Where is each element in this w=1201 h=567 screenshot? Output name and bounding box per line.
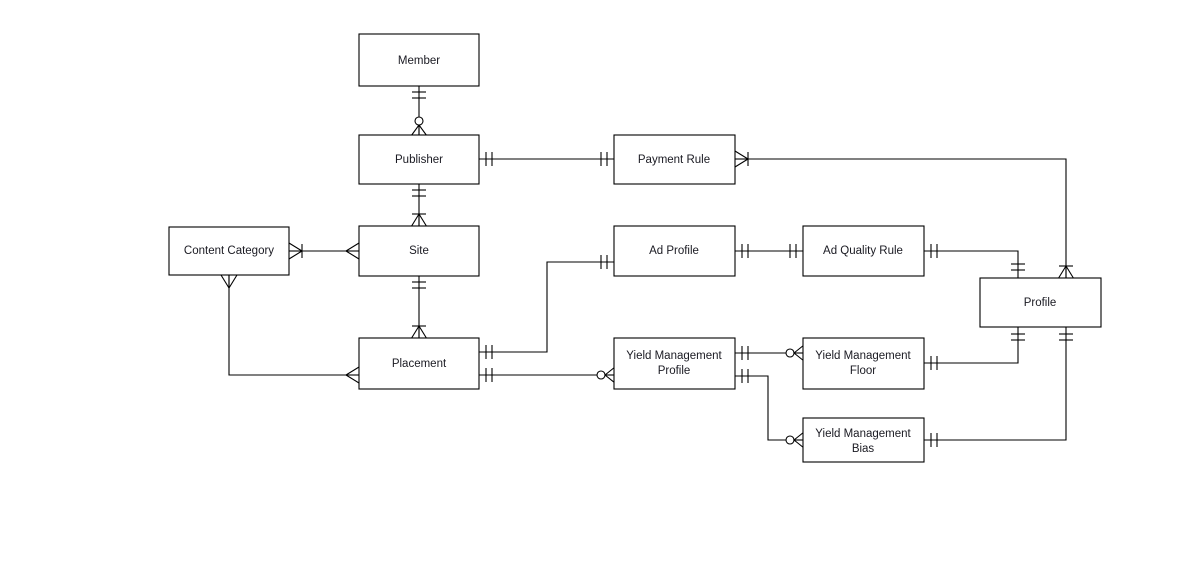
marker-placement-right-upper-one-mandatory — [485, 345, 493, 359]
marker-payment-rule-right-one-or-many — [734, 150, 749, 168]
marker-placement-left-one-or-many — [345, 366, 360, 384]
marker-publisher-zero-or-many — [410, 116, 428, 137]
marker-publisher-right-one-mandatory — [485, 152, 493, 166]
marker-ad-profile-left-one-mandatory — [600, 255, 608, 269]
marker-site-one-or-many — [410, 213, 428, 228]
marker-content-category-right-one-or-many — [288, 242, 303, 260]
marker-payment-rule-left-one-mandatory — [600, 152, 608, 166]
marker-placement-one-or-many — [410, 325, 428, 340]
link-ym-floor-profile[interactable] — [924, 327, 1019, 364]
cardinality-markers — [220, 91, 1075, 449]
entity-publisher[interactable]: Publisher — [358, 134, 480, 185]
marker-ad-profile-right-one-mandatory — [741, 244, 749, 258]
marker-member-one-mandatory — [412, 91, 426, 99]
marker-content-category-bottom-one-or-many — [220, 274, 238, 289]
entity-payment-rule[interactable]: Payment Rule — [613, 134, 736, 185]
marker-ymp-left-zero-or-many — [596, 366, 616, 384]
marker-site-one-mandatory — [412, 281, 426, 289]
link-placement-ad-profile[interactable] — [479, 261, 614, 353]
entity-yield-management-bias[interactable]: Yield Management Bias — [802, 417, 925, 463]
marker-ad-quality-rule-left-one-mandatory — [789, 244, 797, 258]
entity-ad-profile[interactable]: Ad Profile — [613, 225, 736, 277]
marker-profile-top-left-one-mandatory — [1011, 263, 1025, 271]
entity-ad-quality-rule[interactable]: Ad Quality Rule — [802, 225, 925, 277]
marker-ymp-right-lower-one-mandatory — [741, 369, 749, 383]
entity-site[interactable]: Site — [358, 225, 480, 277]
marker-placement-right-lower-one-mandatory — [485, 368, 493, 382]
entity-yield-management-floor[interactable]: Yield Management Floor — [802, 337, 925, 390]
marker-ym-bias-left-zero-or-many — [785, 431, 805, 449]
entity-placement[interactable]: Placement — [358, 337, 480, 390]
link-ad-quality-rule-profile[interactable] — [924, 250, 1019, 278]
entity-yield-management-profile[interactable]: Yield Management Profile — [613, 337, 736, 390]
marker-ym-floor-left-zero-or-many — [785, 344, 805, 362]
marker-ym-floor-right-one-mandatory — [930, 356, 938, 370]
marker-profile-bottom-right-one-mandatory — [1059, 333, 1073, 341]
marker-ad-quality-rule-right-one-mandatory — [930, 244, 938, 258]
marker-ymp-right-upper-one-mandatory — [741, 346, 749, 360]
marker-profile-top-right-one-or-many — [1057, 265, 1075, 280]
entity-profile[interactable]: Profile — [979, 277, 1102, 328]
link-payment-rule-profile[interactable] — [735, 158, 1067, 278]
marker-publisher-one-mandatory — [412, 189, 426, 197]
marker-ym-bias-right-one-mandatory — [930, 433, 938, 447]
marker-site-left-one-or-many — [345, 242, 360, 260]
link-content-category-placement[interactable] — [228, 275, 359, 376]
entity-member[interactable]: Member — [358, 33, 480, 87]
marker-profile-bottom-left-one-mandatory — [1011, 333, 1025, 341]
link-ym-bias-profile[interactable] — [924, 327, 1067, 441]
entity-boxes: Member Publisher Payment Rule Content Ca… — [168, 33, 1102, 463]
entity-content-category[interactable]: Content Category — [168, 226, 290, 276]
link-ymp-ym-bias[interactable] — [735, 375, 803, 441]
